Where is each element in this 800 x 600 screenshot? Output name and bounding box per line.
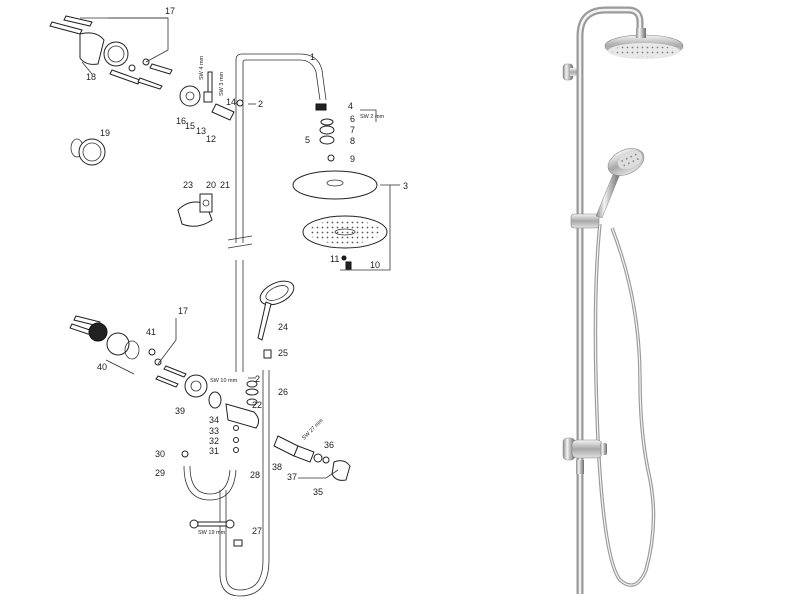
- callout-19: 19: [100, 128, 110, 138]
- callout-23: 23: [183, 180, 193, 190]
- callout-24: 24: [278, 322, 288, 332]
- wrench-size-10mm: SW 10 mm: [210, 378, 238, 384]
- callout-35: 35: [313, 487, 323, 497]
- overhead-shower-head: [604, 28, 684, 59]
- diagram-parts: 1 2 2 3 4 5 6 7 8 9 10 11 12 13 14 15 16…: [49, 6, 408, 597]
- callout-30: 30: [155, 449, 165, 459]
- wrench-size-19mm: SW 19 mm: [198, 530, 226, 536]
- callout-26: 26: [278, 387, 288, 397]
- top-wall-bracket: [562, 63, 580, 81]
- callout-41: 41: [146, 327, 156, 337]
- wrench-size-3mm: SW 3 mm: [219, 71, 225, 96]
- callout-10: 10: [370, 260, 380, 270]
- callout-34: 34: [209, 415, 219, 425]
- callout-25: 25: [278, 348, 288, 358]
- callout-20: 20: [206, 180, 216, 190]
- callout-17-bottom: 17: [178, 306, 188, 316]
- shower-hose: [183, 370, 270, 597]
- handshower-holder: [177, 193, 213, 227]
- callout-15: 15: [185, 121, 195, 131]
- upper-wall-bracket: [179, 71, 244, 121]
- diverter-mixer: [562, 437, 607, 474]
- diverter-assembly: [273, 435, 351, 481]
- callout-18: 18: [86, 72, 96, 82]
- callout-31: 31: [209, 446, 219, 456]
- lower-wall-fixings: [69, 315, 187, 388]
- callout-13: 13: [196, 126, 206, 136]
- upper-wall-fixings: [49, 15, 173, 90]
- callout-2-bottom: 2: [255, 374, 260, 384]
- callout-labels: 1 2 2 3 4 5 6 7 8 9 10 11 12 13 14 15 16…: [86, 6, 408, 536]
- riser-pipe: [227, 53, 327, 372]
- callout-5: 5: [305, 135, 310, 145]
- product-photo: [562, 6, 684, 594]
- callout-14: 14: [226, 97, 236, 107]
- callout-22: 22: [252, 400, 262, 410]
- callout-11: 11: [330, 254, 339, 264]
- head-shower: [292, 170, 388, 270]
- hand-shower: [257, 280, 295, 359]
- callout-28: 28: [250, 470, 260, 480]
- wrench-size-4mm: SW 4 mm: [199, 55, 205, 80]
- callout-8: 8: [350, 136, 355, 146]
- callout-21: 21: [220, 180, 230, 190]
- head-shower-joint-parts: [315, 103, 335, 162]
- callout-27: 27: [252, 526, 262, 536]
- wrench: [189, 519, 243, 547]
- mixer-connection: [181, 374, 260, 458]
- callout-16: 16: [176, 116, 186, 126]
- callout-12: 12: [206, 134, 216, 144]
- callout-7: 7: [350, 125, 355, 135]
- callout-2-top: 2: [258, 99, 263, 109]
- callout-38: 38: [272, 462, 282, 472]
- callout-4: 4: [348, 101, 353, 111]
- callout-6: 6: [350, 114, 355, 124]
- callout-1: 1: [310, 52, 315, 62]
- callout-3: 3: [403, 181, 408, 191]
- callout-39: 39: [175, 406, 185, 416]
- wrench-size-27mm: SW 27 mm: [301, 418, 325, 442]
- callout-29: 29: [155, 468, 165, 478]
- callout-32: 32: [209, 436, 219, 446]
- callout-9: 9: [350, 154, 355, 164]
- callout-36: 36: [324, 440, 334, 450]
- wrench-size-2mm: SW 2 mm: [360, 114, 385, 120]
- callout-40: 40: [97, 362, 107, 372]
- slider-holder: [570, 213, 600, 229]
- hand-shower-photo: [595, 148, 645, 219]
- o-ring-and-rosette: [70, 138, 106, 166]
- callout-37: 37: [287, 472, 297, 482]
- leader-lines: [80, 17, 400, 479]
- callout-17-top: 17: [165, 6, 175, 16]
- callout-33: 33: [209, 426, 219, 436]
